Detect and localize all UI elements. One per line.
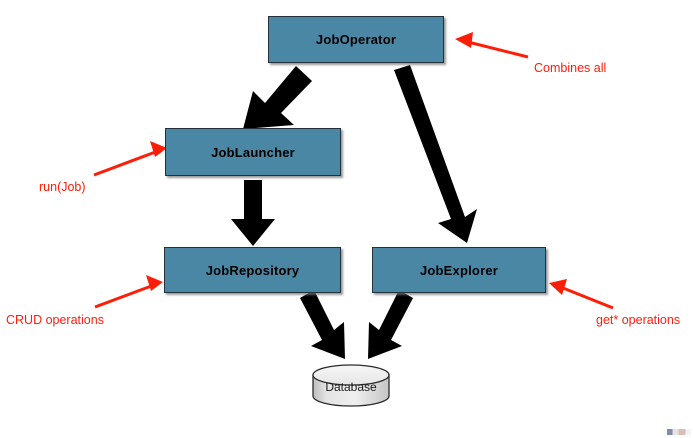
annotation-arrow-get-operations bbox=[549, 279, 614, 310]
node-job-operator-label: JobOperator bbox=[315, 32, 397, 47]
node-job-launcher-label: JobLauncher bbox=[211, 144, 295, 160]
arrow-operator-to-launcher bbox=[243, 66, 312, 129]
annotation-crud-operations: CRUD operations bbox=[6, 313, 104, 327]
annotation-arrow-crud-operations bbox=[94, 275, 163, 309]
database-cylinder-shape bbox=[312, 364, 390, 407]
node-job-repository[interactable]: JobRepository bbox=[164, 247, 341, 293]
arrow-launcher-to-repository bbox=[231, 180, 275, 246]
arrow-explorer-to-database bbox=[368, 290, 413, 359]
node-job-explorer[interactable]: JobExplorer bbox=[372, 247, 546, 293]
node-job-launcher[interactable]: JobLauncher bbox=[165, 128, 341, 176]
corner-watermark-mark bbox=[667, 429, 691, 435]
node-job-explorer-label: JobExplorer bbox=[419, 262, 499, 278]
node-job-operator[interactable]: JobOperator bbox=[268, 16, 444, 63]
annotation-combines-all: Combines all bbox=[534, 61, 607, 75]
annotation-arrow-run-job bbox=[93, 141, 167, 177]
annotation-run-job: run(Job) bbox=[39, 180, 86, 194]
arrow-operator-to-explorer bbox=[394, 65, 477, 243]
annotation-get-operations: get* operations bbox=[596, 313, 681, 327]
arrow-repository-to-database bbox=[300, 290, 345, 359]
node-job-repository-label: JobRepository bbox=[205, 262, 300, 278]
annotation-arrow-combines-all bbox=[455, 32, 529, 59]
database-label: Database bbox=[325, 380, 377, 394]
